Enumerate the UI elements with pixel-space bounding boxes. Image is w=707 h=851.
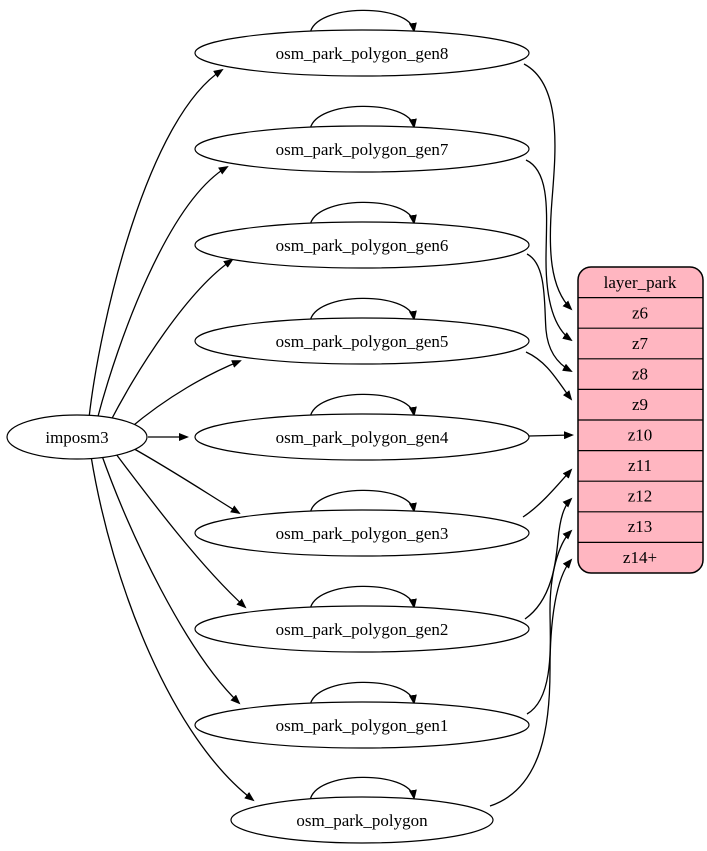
node-ellipse	[194, 509, 530, 557]
layer-park-row-z6: z6	[632, 304, 648, 323]
node-label: osm_park_polygon_gen8	[276, 44, 449, 63]
node-osm-park-polygon-gen2: osm_park_polygon_gen2	[194, 605, 530, 653]
node-ellipse	[194, 29, 530, 77]
self-loop-gen7	[309, 105, 417, 131]
edges-to-layer-park	[489, 63, 574, 807]
edge-imposm3-gen2	[112, 449, 247, 609]
edge-gen4-z10	[528, 431, 574, 440]
self-loop-gen8	[309, 9, 417, 35]
layer-park-row-z10: z10	[628, 426, 653, 445]
layer-park-row-z14: z14+	[623, 548, 657, 567]
edge-imposm3-gen7	[96, 165, 229, 421]
node-ellipse	[230, 796, 494, 844]
self-loop-gen6	[309, 201, 417, 227]
layer-park-row-z7: z7	[632, 334, 649, 353]
self-loop-gen2	[309, 585, 417, 611]
node-osm-park-polygon-gen4: osm_park_polygon_gen4	[194, 413, 530, 461]
edge-imposm3-polygon	[90, 455, 255, 802]
node-osm-park-polygon-gen5: osm_park_polygon_gen5	[194, 317, 530, 365]
node-label: osm_park_polygon_gen6	[276, 236, 449, 255]
node-label: osm_park_polygon	[296, 811, 428, 830]
edge-gen2-z12	[524, 497, 573, 620]
node-label: osm_park_polygon_gen7	[276, 140, 449, 159]
node-osm-park-polygon-gen6: osm_park_polygon_gen6	[194, 221, 530, 269]
self-loop-gen4	[309, 393, 417, 419]
edge-gen6-z8	[526, 253, 573, 372]
edge-imposm3-gen5	[128, 360, 242, 430]
node-ellipse	[194, 605, 530, 653]
node-label: osm_park_polygon_gen4	[276, 428, 449, 447]
edge-imposm3-gen3	[128, 445, 241, 515]
node-ellipse	[194, 125, 530, 173]
edge-gen8-z6	[523, 63, 573, 311]
node-osm-park-polygon-gen7: osm_park_polygon_gen7	[194, 125, 530, 173]
edge-imposm3-gen1	[100, 452, 241, 705]
node-imposm3: imposm3	[6, 414, 148, 460]
layer-park-table: layer_park z6 z7 z8 z9 z10 z11 z12 z13 z…	[577, 266, 704, 574]
layer-park-row-z8: z8	[632, 365, 648, 384]
node-ellipse	[194, 701, 530, 749]
self-loop-gen5	[309, 297, 417, 323]
layer-park-row-z12: z12	[628, 487, 653, 506]
edge-gen3-z11	[522, 468, 573, 518]
edges-from-imposm3	[88, 68, 255, 802]
edge-imposm3-gen6	[108, 258, 234, 425]
node-ellipse	[6, 414, 148, 460]
layer-park-row-z13: z13	[628, 517, 653, 536]
edge-gen7-z7	[525, 159, 573, 342]
self-loop-gen1	[309, 681, 417, 707]
node-label: osm_park_polygon_gen3	[276, 524, 449, 543]
node-label: imposm3	[45, 428, 108, 447]
node-osm-park-polygon: osm_park_polygon	[230, 796, 494, 844]
edge-polygon-z14	[489, 558, 573, 807]
self-loop-edges	[309, 9, 417, 802]
edge-gen5-z9	[525, 351, 573, 401]
node-osm-park-polygon-gen3: osm_park_polygon_gen3	[194, 509, 530, 557]
edge-imposm3-gen8	[88, 68, 224, 419]
edge-gen1-z13	[526, 529, 573, 715]
node-label: osm_park_polygon_gen1	[276, 716, 449, 735]
self-loop-polygon	[309, 776, 417, 802]
self-loop-gen3	[309, 489, 417, 515]
node-osm-park-polygon-gen1: osm_park_polygon_gen1	[194, 701, 530, 749]
layer-park-row-z9: z9	[632, 395, 648, 414]
layer-park-table-title: layer_park	[604, 273, 677, 292]
node-label: osm_park_polygon_gen5	[276, 332, 449, 351]
node-ellipse	[194, 413, 530, 461]
layer-park-row-z11: z11	[628, 456, 652, 475]
node-ellipse	[194, 317, 530, 365]
node-ellipse	[194, 221, 530, 269]
node-label: osm_park_polygon_gen2	[276, 620, 449, 639]
node-osm-park-polygon-gen8: osm_park_polygon_gen8	[194, 29, 530, 77]
